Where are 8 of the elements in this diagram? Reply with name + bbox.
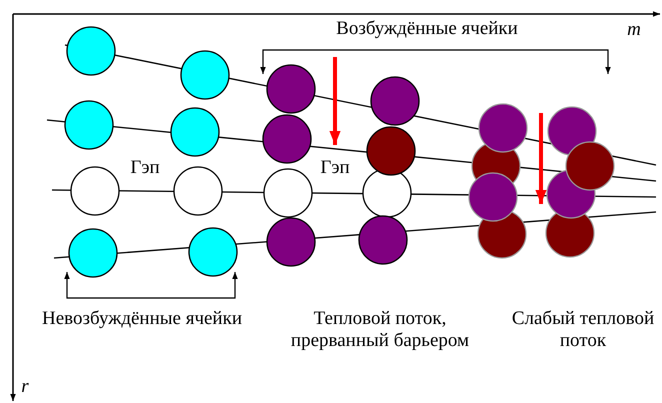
axis-label: r	[20, 376, 30, 398]
group-label: Слабый тепловой поток	[510, 308, 656, 352]
gap-label: Гэп	[319, 157, 351, 179]
axis-label: m	[626, 19, 642, 41]
group-label: Невозбуждённые ячейки	[42, 308, 242, 330]
group-label: Возбуждённые ячейки	[335, 18, 519, 40]
gap-label: Гэп	[129, 157, 161, 179]
group-label: Тепловой поток, прерванный барьером	[290, 308, 470, 352]
